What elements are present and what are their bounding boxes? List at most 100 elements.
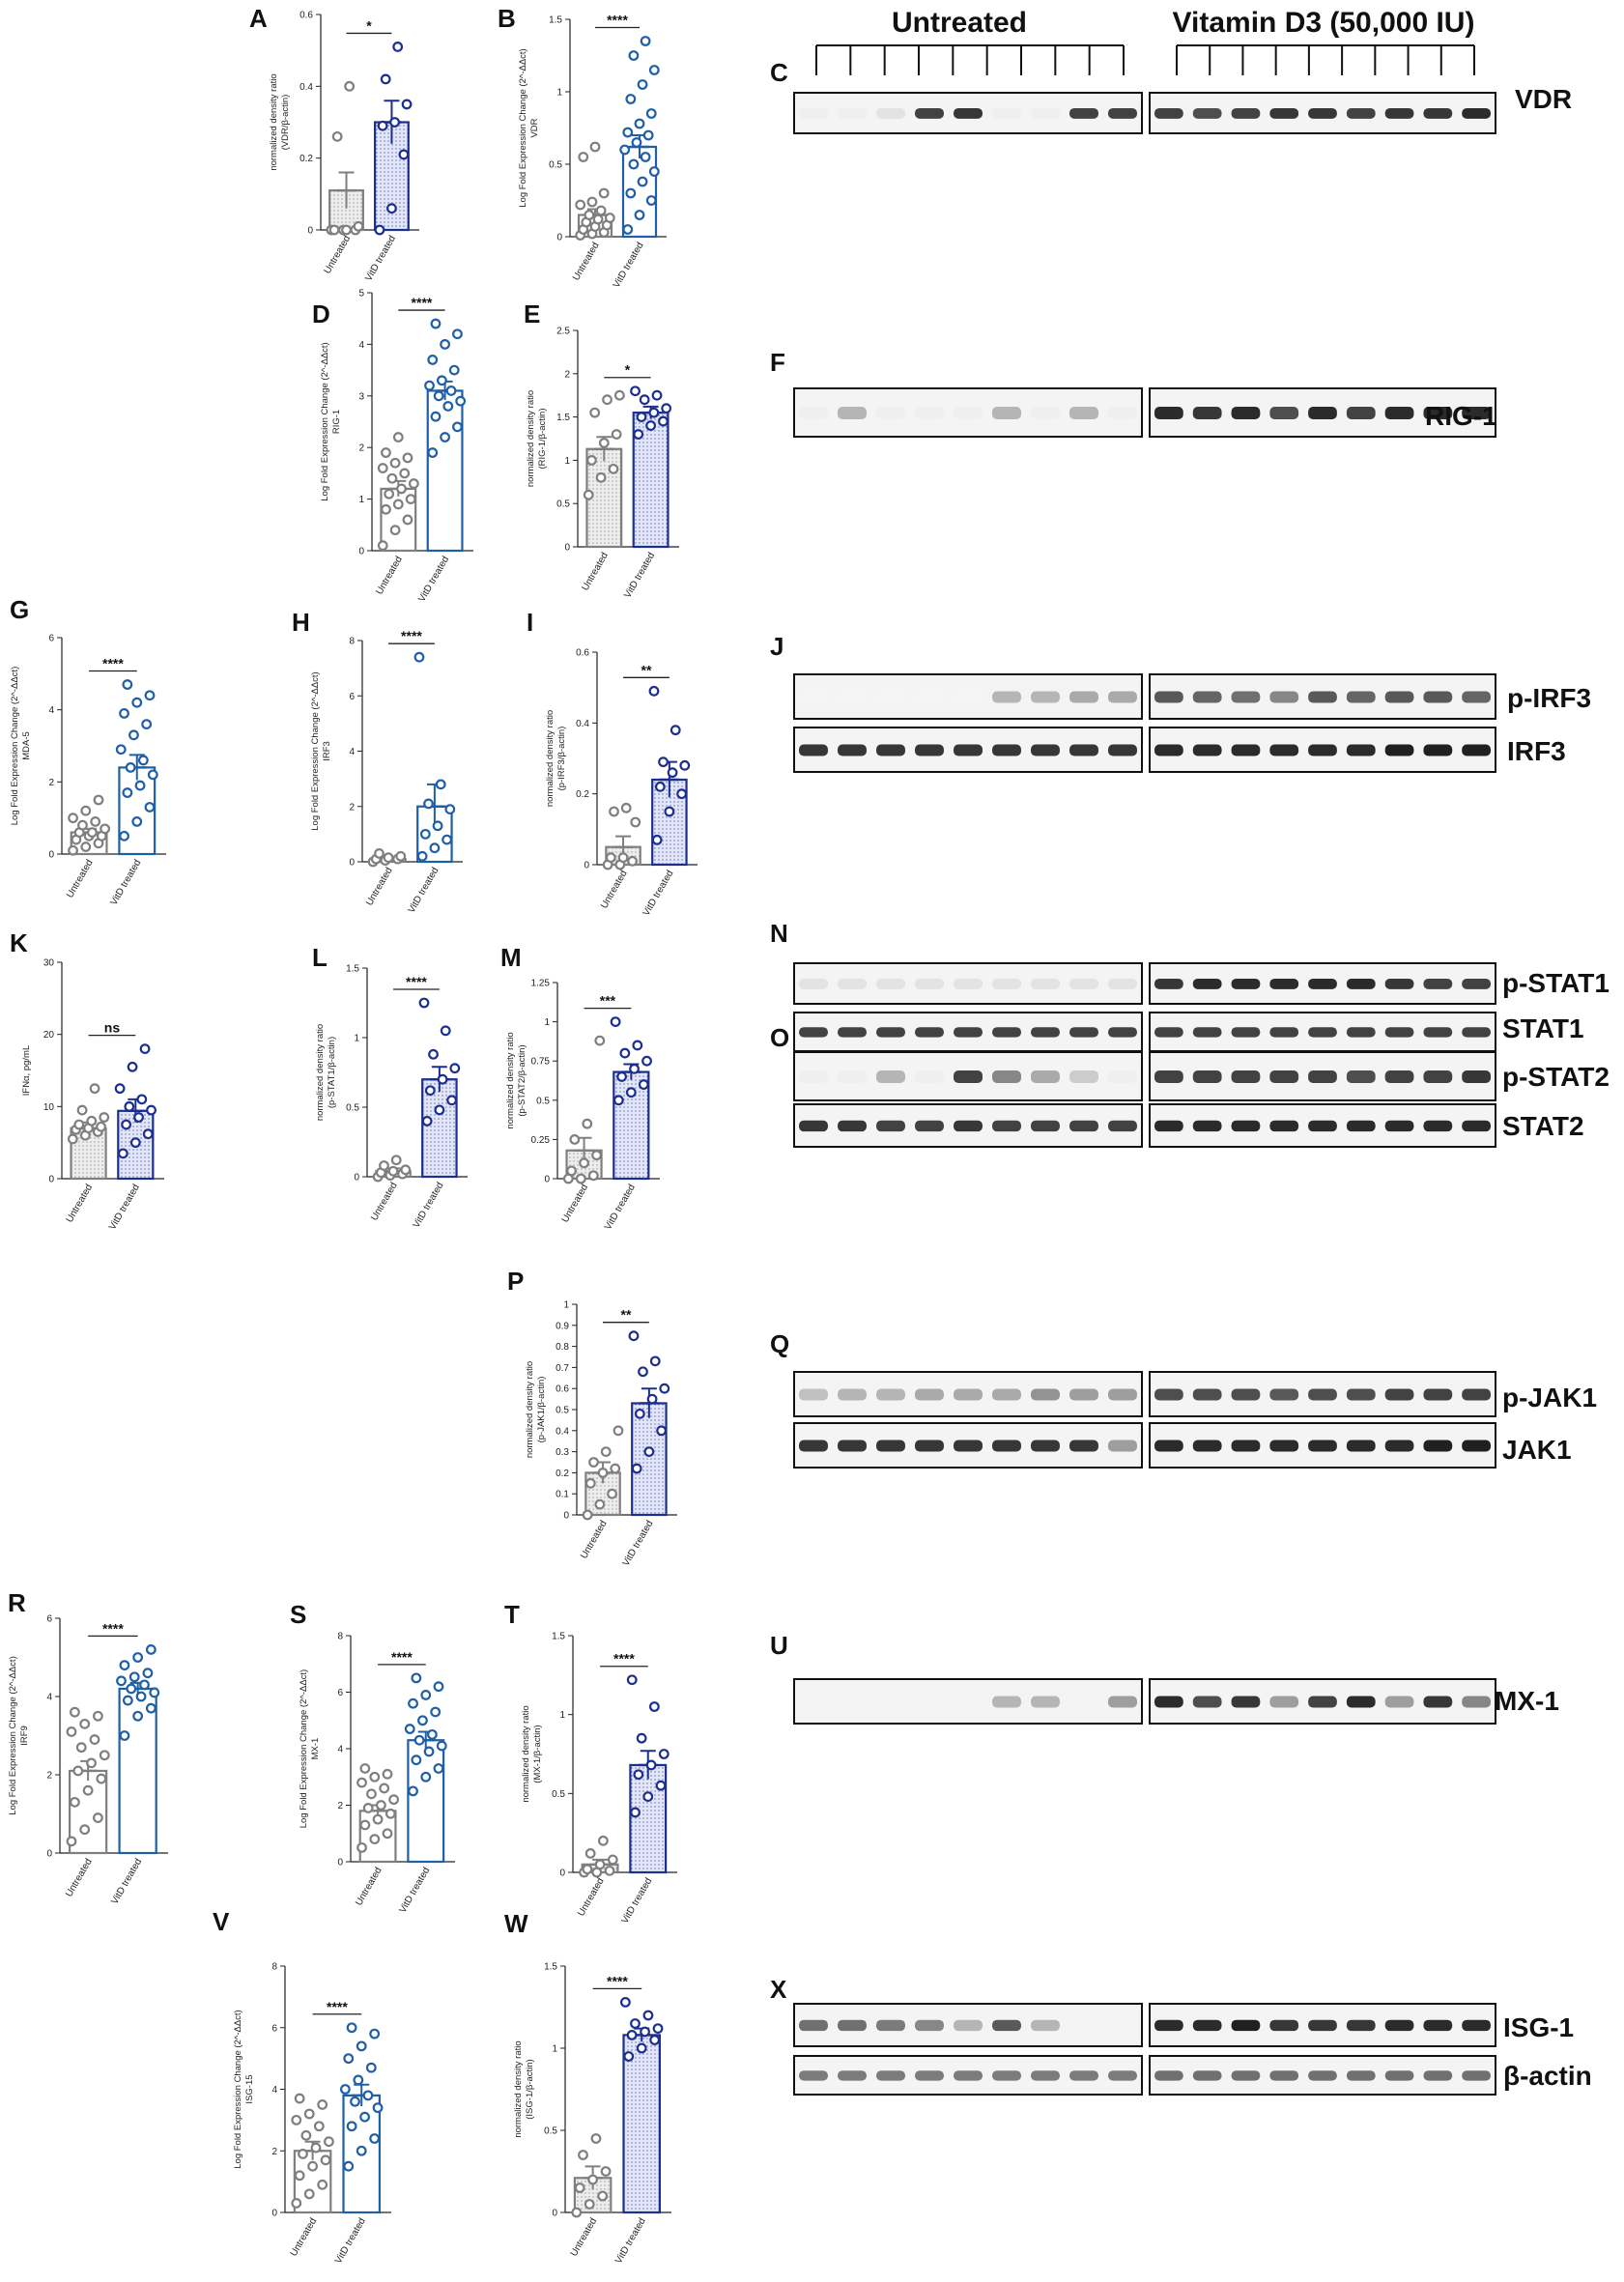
- data-point: [131, 697, 143, 708]
- blot-band: [1384, 1440, 1414, 1452]
- data-point: [317, 2179, 328, 2190]
- blot-band: [1154, 1070, 1183, 1083]
- y-axis-label: IFNα, pg/mL: [21, 1045, 32, 1096]
- data-point: [359, 1763, 371, 1774]
- significance-label: ***: [600, 993, 616, 1009]
- data-point: [640, 36, 651, 46]
- data-point: [70, 1706, 80, 1718]
- blot-band: [1154, 691, 1183, 703]
- data-point: [628, 158, 640, 170]
- data-point: [651, 389, 663, 401]
- y-tick-label: 0.2: [299, 154, 313, 164]
- significance-label: ****: [607, 13, 628, 28]
- blot-band: [1192, 1440, 1222, 1452]
- data-point: [128, 1671, 140, 1683]
- data-point: [379, 1160, 389, 1171]
- data-point: [369, 1771, 381, 1783]
- panel-label: S: [290, 1600, 306, 1629]
- data-point: [413, 1734, 425, 1746]
- blot-band: [954, 2019, 983, 2032]
- data-point: [149, 1687, 160, 1698]
- blot-band: [1346, 2019, 1376, 2032]
- data-point: [656, 1425, 668, 1437]
- blot-band: [799, 744, 828, 756]
- y-tick-label: 0.9: [556, 1321, 569, 1331]
- data-point: [343, 2053, 355, 2065]
- data-point: [578, 2150, 588, 2160]
- y-axis-label: VDR: [529, 118, 540, 137]
- blot-band: [1154, 2070, 1183, 2081]
- data-point: [374, 224, 385, 236]
- blot-band: [1423, 1440, 1453, 1452]
- blot-band: [992, 2070, 1021, 2081]
- data-point: [341, 224, 352, 236]
- panel-label: C: [770, 58, 788, 87]
- blot-band: [1192, 1027, 1222, 1038]
- blot-band: [1031, 1696, 1060, 1708]
- data-point: [631, 1463, 642, 1474]
- blot-band: [1192, 2019, 1222, 2032]
- header-untreated: Untreated: [892, 7, 1027, 39]
- y-axis-label: MX-1: [310, 1738, 321, 1760]
- blot-band: [915, 1388, 944, 1401]
- blot-band: [1108, 744, 1137, 756]
- y-tick-label: 1: [564, 456, 570, 467]
- data-point: [632, 1040, 643, 1051]
- data-point: [122, 1695, 133, 1706]
- y-tick-label: 1: [354, 1034, 359, 1044]
- data-point: [609, 806, 619, 817]
- y-axis-label: Log Fold Expression Change (2^-ΔΔct): [320, 342, 330, 500]
- data-point: [437, 1073, 448, 1085]
- data-point: [139, 1043, 151, 1054]
- blot-band: [1031, 744, 1060, 756]
- blot-band: [992, 107, 1021, 119]
- data-point: [638, 1079, 649, 1090]
- category-label: Untreated: [323, 234, 353, 276]
- blot-band: [876, 691, 905, 703]
- data-point: [444, 804, 456, 815]
- data-point: [569, 1133, 581, 1145]
- y-tick-label: 2: [337, 1801, 343, 1811]
- data-point: [445, 385, 457, 396]
- category-label: Untreated: [65, 858, 95, 900]
- data-point: [350, 2096, 360, 2107]
- blot-band: [1192, 407, 1222, 419]
- blot-band: [1192, 978, 1222, 989]
- blot-band: [1462, 978, 1491, 989]
- data-point: [625, 94, 637, 104]
- data-point: [131, 816, 143, 827]
- panel-label: Q: [770, 1329, 789, 1358]
- panel-label: E: [524, 300, 540, 328]
- data-point: [642, 129, 654, 141]
- data-point: [648, 166, 660, 177]
- blot-band: [799, 978, 828, 989]
- data-point: [434, 1104, 445, 1116]
- blot-band: [954, 744, 983, 756]
- data-point: [122, 787, 133, 798]
- category-label: Untreated: [289, 2216, 319, 2259]
- blot-band: [1423, 2019, 1453, 2032]
- data-point: [648, 407, 660, 418]
- data-point: [595, 205, 607, 216]
- data-point: [119, 830, 129, 841]
- data-point: [627, 855, 638, 867]
- blot-band: [1384, 1070, 1414, 1083]
- blot-band: [1154, 1440, 1183, 1452]
- blot-band: [1154, 1388, 1183, 1401]
- blot-band: [1308, 744, 1337, 756]
- category-label: VitD treated: [622, 551, 657, 600]
- blot-band: [1031, 2019, 1060, 2032]
- category-label: Untreated: [374, 555, 404, 597]
- blot-band: [1069, 978, 1098, 989]
- data-point: [670, 725, 681, 736]
- data-point: [89, 1734, 100, 1745]
- blot-band: [992, 2019, 1021, 2032]
- data-point: [346, 2121, 357, 2132]
- data-point: [629, 1063, 640, 1074]
- data-point: [586, 196, 598, 208]
- blot-label: STAT1: [1502, 1013, 1584, 1043]
